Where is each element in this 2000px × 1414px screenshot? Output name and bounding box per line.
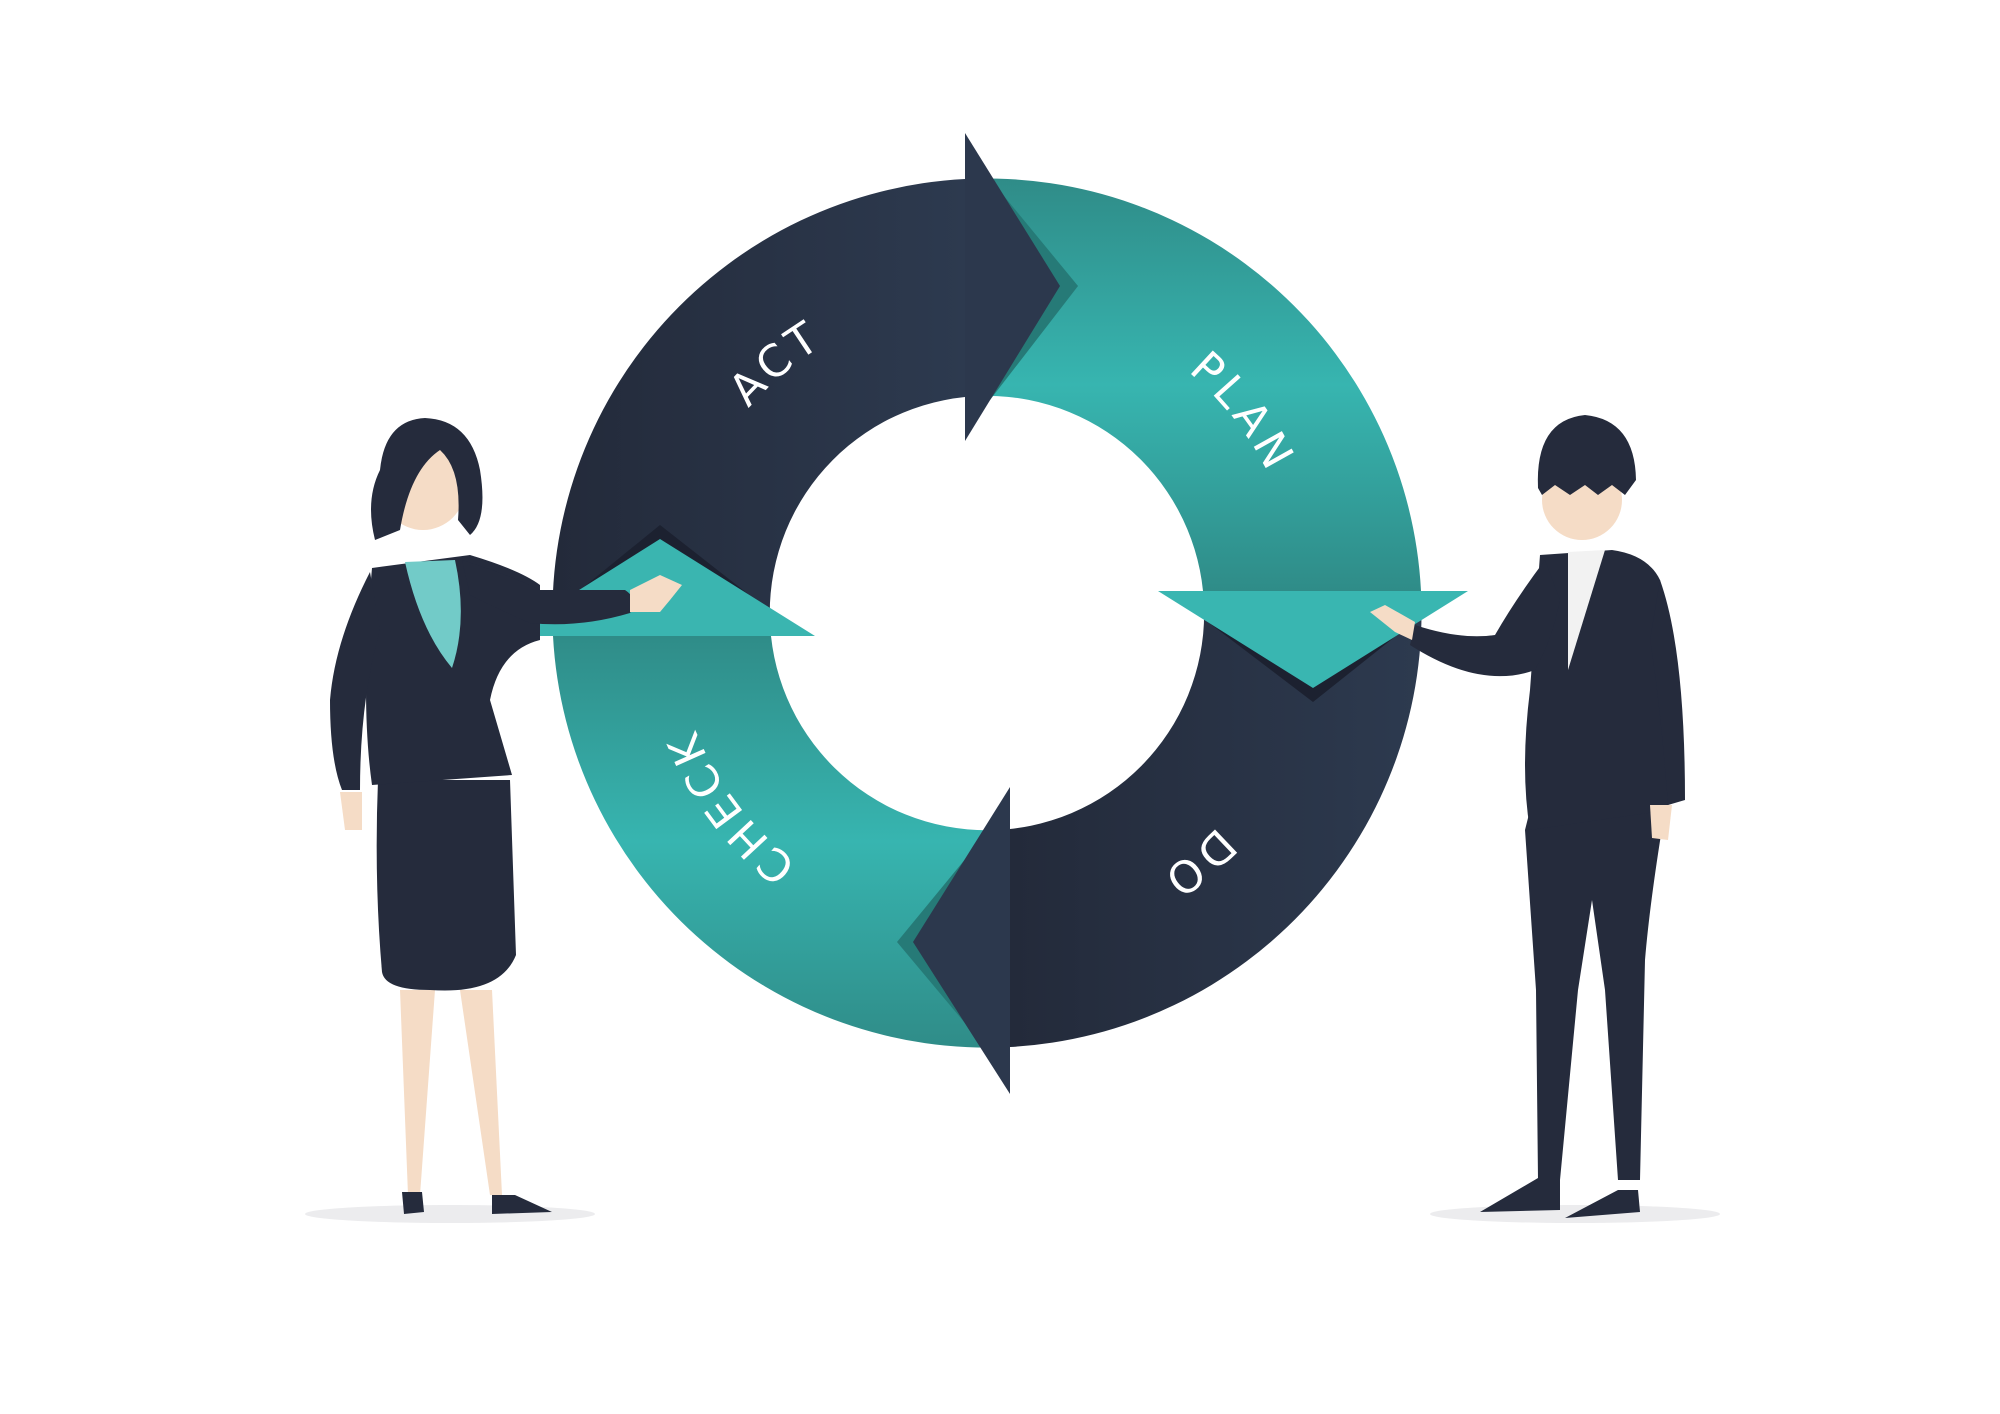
check-segment	[553, 636, 1010, 1048]
man-hand	[1370, 605, 1415, 640]
man-right-hand	[1650, 805, 1672, 840]
woman-shoes	[402, 1192, 552, 1214]
man-hair	[1537, 415, 1636, 495]
man-shirt	[1568, 550, 1605, 670]
woman-shirt	[405, 560, 461, 668]
act-segment	[552, 179, 965, 636]
woman-skirt	[376, 780, 516, 991]
woman-extended-arm	[462, 560, 634, 625]
man-figure	[1370, 415, 1685, 1218]
woman-hand	[630, 575, 682, 612]
woman-legs	[400, 990, 502, 1195]
do-arrowhead	[913, 787, 1010, 1094]
man-trousers	[1525, 810, 1665, 1180]
man-extended-arm	[1410, 560, 1560, 677]
woman-shadow	[305, 1205, 595, 1223]
man-right-arm	[1650, 580, 1685, 805]
woman-left-hand	[340, 792, 362, 830]
woman-figure	[330, 418, 682, 1214]
man-jacket	[1525, 550, 1680, 830]
act-arrowhead	[965, 133, 1060, 441]
plan-segment	[965, 178, 1421, 592]
do-segment	[1010, 591, 1422, 1047]
woman-hair	[371, 418, 483, 540]
woman-jacket	[366, 555, 540, 785]
man-shoes	[1480, 1178, 1640, 1218]
woman-left-arm	[330, 572, 380, 790]
